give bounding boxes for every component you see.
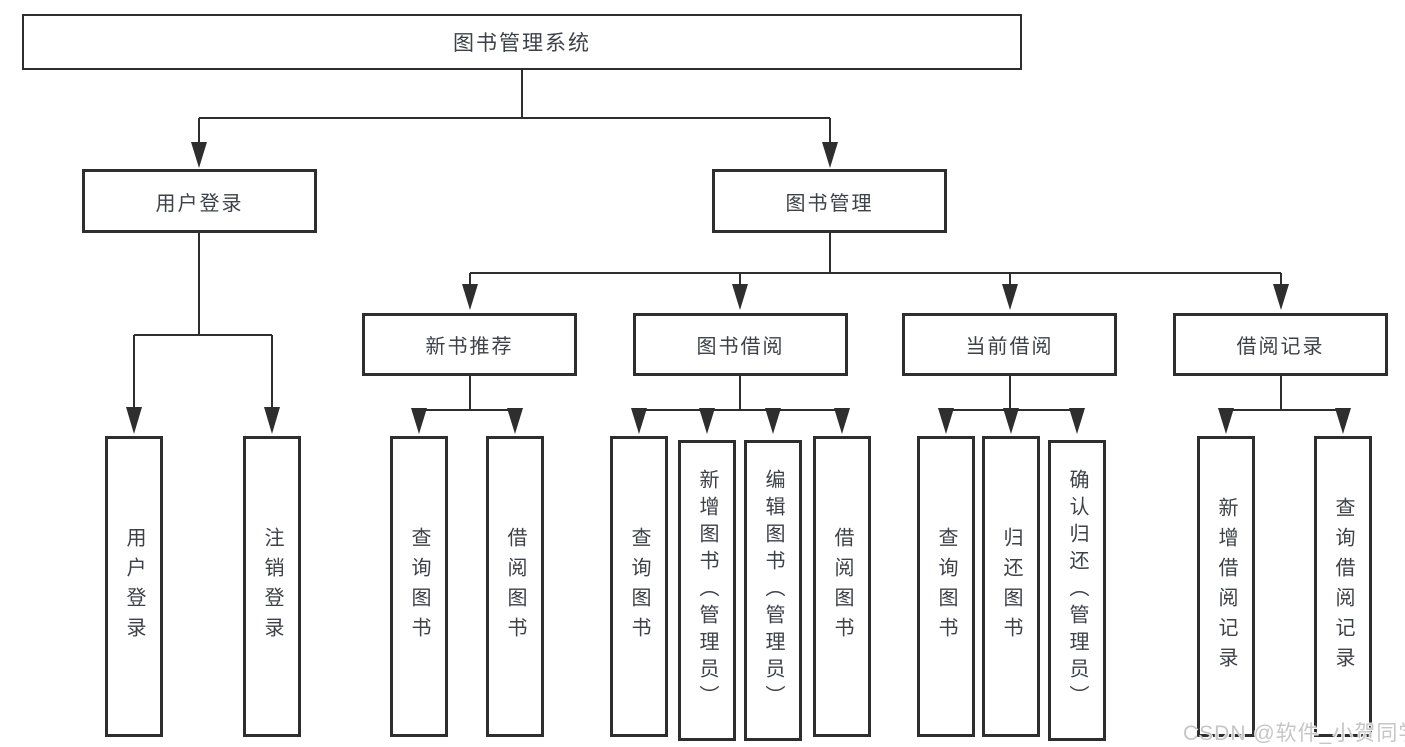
leaf-borrow-books-recommend: 借阅图书 [486,436,544,737]
csdn-watermark: CSDN @软件_小贺同学 [1183,722,1405,745]
leaf-borrow-books: 借阅图书 [813,436,871,737]
node-book-management: 图书管理 [712,169,947,233]
node-book-borrow: 图书借阅 [633,313,848,376]
leaf-query-books-current: 查询图书 [917,436,975,737]
leaf-logout: 注销登录 [243,436,301,737]
arrowheads [126,142,1351,434]
node-borrow-records: 借阅记录 [1173,313,1388,376]
leaf-add-borrow-record: 新增借阅记录 [1197,436,1255,737]
node-user-login: 用户登录 [82,169,317,233]
node-root: 图书管理系统 [22,14,1022,70]
node-new-book-recommend: 新书推荐 [362,313,577,376]
leaf-confirm-return-admin: 确认归还（管理员） [1048,440,1106,741]
leaf-edit-books-admin: 编辑图书（管理员） [744,440,802,741]
leaf-return-books: 归还图书 [982,436,1040,737]
leaf-query-books-borrow: 查询图书 [610,436,668,737]
node-current-borrow: 当前借阅 [902,313,1117,376]
leaf-query-books-recommend: 查询图书 [390,436,448,737]
leaf-user-login: 用户登录 [105,436,163,737]
leaf-add-books-admin: 新增图书（管理员） [678,440,736,741]
leaf-query-borrow-record: 查询借阅记录 [1314,436,1372,737]
